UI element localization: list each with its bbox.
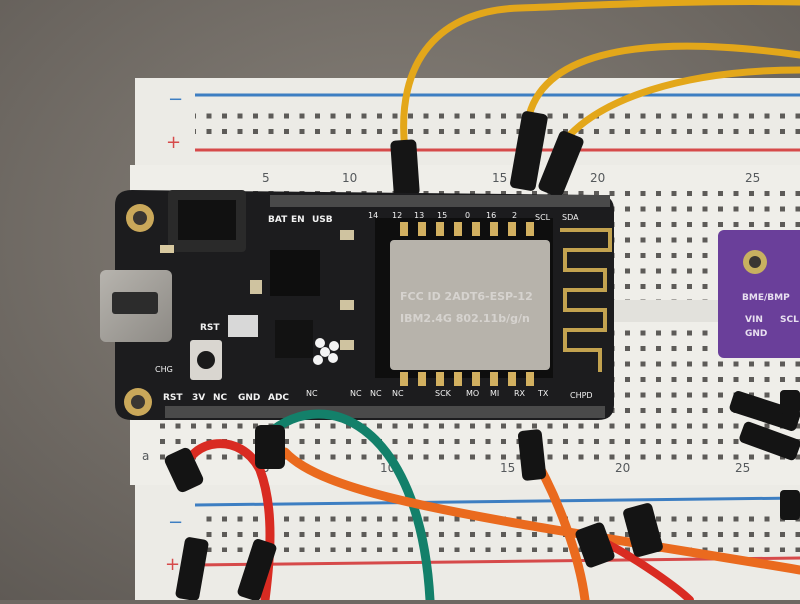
pin-label-nc-2: NC <box>306 389 318 398</box>
pin-label-sck: SCK <box>435 389 452 398</box>
breadboard-top-rail: − + <box>135 78 800 170</box>
row-label-a: a <box>142 449 149 463</box>
pin-label-bat: BAT <box>268 215 288 225</box>
yellow-wire-1 <box>400 0 800 154</box>
pin-label-nc-4: NC <box>370 389 382 398</box>
sensor-pin-vin: VIN <box>745 315 763 325</box>
pin-label-mo: MO <box>466 389 479 398</box>
sensor-title: BME/BMP <box>742 293 790 303</box>
pin-label-0: 0 <box>465 211 470 220</box>
adafruit-flower-icon <box>313 338 339 365</box>
col-label-top-5: 5 <box>262 171 270 185</box>
pin-label-rst: RST <box>163 393 183 403</box>
yellow-wires <box>400 0 800 154</box>
rail-plus-label-bottom: + <box>165 554 180 575</box>
right-wire-connectors <box>729 390 800 461</box>
feather-esp8266-board: FCC ID 2ADT6-ESP-12 IBM2.4G 802.11b/g/n … <box>100 190 614 420</box>
pin-label-rx: RX <box>514 389 526 398</box>
pin-label-12: 12 <box>392 211 402 220</box>
usb-serial-chip <box>275 320 313 358</box>
reset-label: RST <box>200 323 220 333</box>
charge-led-label: CHG <box>155 365 173 374</box>
pin-label-sda: SDA <box>562 213 579 222</box>
pin-label-scl: SCL <box>535 213 551 222</box>
col-label-top-10: 10 <box>342 171 357 185</box>
col-label-bottom-25: 25 <box>735 461 750 475</box>
pin-label-14: 14 <box>368 211 378 220</box>
bme-sensor-breakout: BME/BMP VIN GND SCL <box>718 230 800 358</box>
pin-label-nc-1: NC <box>213 393 228 403</box>
rail-minus-label-top: − <box>168 89 183 110</box>
col-label-bottom-20: 20 <box>615 461 630 475</box>
orange-wire-1 <box>280 447 800 575</box>
pin-label-adc: ADC <box>268 393 289 403</box>
pin-label-16: 16 <box>486 211 496 220</box>
esp12-shield-can <box>390 240 550 370</box>
breadboard-bottom-rail: − + <box>135 485 800 600</box>
yellow-wire-connectors <box>390 111 584 198</box>
col-label-top-15: 15 <box>492 171 507 185</box>
green-wire <box>257 409 435 604</box>
pin-label-13: 13 <box>414 211 424 220</box>
pin-label-tx: TX <box>537 389 549 398</box>
pin-label-3v: 3V <box>192 393 205 403</box>
pin-label-en: EN <box>291 215 305 225</box>
sensor-pin-scl: SCL <box>780 315 799 325</box>
col-label-top-20: 20 <box>590 171 605 185</box>
pin-label-chpd: CHPD <box>570 391 593 400</box>
rail-minus-label-bottom: − <box>168 512 183 533</box>
pin-label-usb: USB <box>312 215 333 225</box>
lower-wire-connectors <box>164 425 800 601</box>
pin-label-mi: MI <box>490 389 499 398</box>
module-label-line2: IBM2.4G 802.11b/g/n <box>400 312 530 325</box>
pin-label-nc-5: NC <box>392 389 404 398</box>
col-label-bottom-15: 15 <box>500 461 515 475</box>
red-wire-2 <box>596 536 694 604</box>
pin-label-15: 15 <box>437 211 447 220</box>
pin-label-2: 2 <box>512 211 517 220</box>
rail-plus-label-top: + <box>166 132 181 153</box>
pin-label-nc-3: NC <box>350 389 362 398</box>
voltage-regulator <box>270 250 320 296</box>
module-label-line1: FCC ID 2ADT6-ESP-12 <box>400 290 533 303</box>
pin-label-gnd: GND <box>238 393 260 403</box>
pcb-antenna <box>560 228 612 372</box>
sensor-pin-gnd: GND <box>745 329 767 339</box>
col-label-top-25: 25 <box>745 171 760 185</box>
